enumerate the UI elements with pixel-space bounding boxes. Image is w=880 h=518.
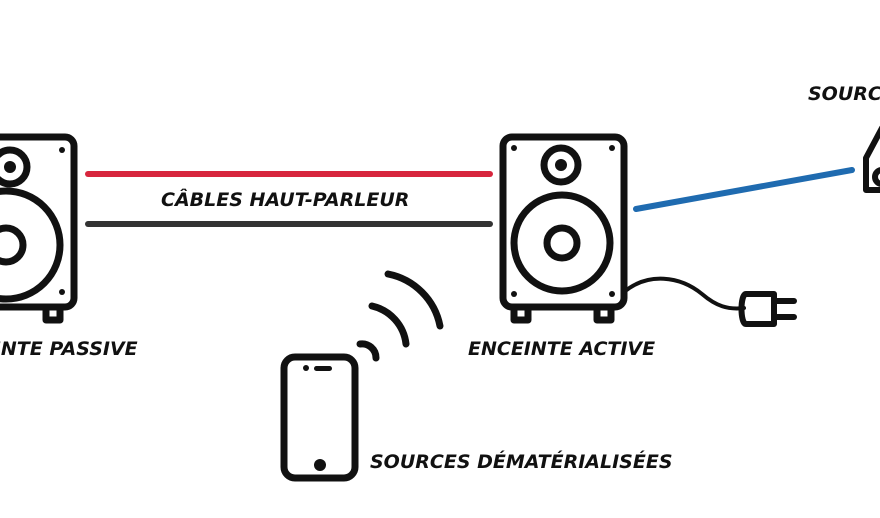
active-speaker-label: ENCEINTE ACTIVE xyxy=(468,338,655,360)
active-speaker-icon xyxy=(499,133,628,324)
blue-source-cable xyxy=(633,167,855,212)
streaming-sources-label: SOURCES DÉMATÉRIALISÉES xyxy=(370,450,673,473)
power-plug-icon xyxy=(738,291,797,327)
source-device-icon xyxy=(863,125,880,193)
passive-speaker-icon xyxy=(0,133,78,324)
power-cord xyxy=(622,276,746,311)
wifi-waves-icon xyxy=(356,270,444,362)
smartphone-icon xyxy=(280,353,359,482)
speaker-cables-label: CÂBLES HAUT-PARLEUR xyxy=(161,188,409,211)
source-label: SOURCE xyxy=(808,83,880,105)
passive-speaker-label: ENCEINTE PASSIVE xyxy=(0,338,138,360)
